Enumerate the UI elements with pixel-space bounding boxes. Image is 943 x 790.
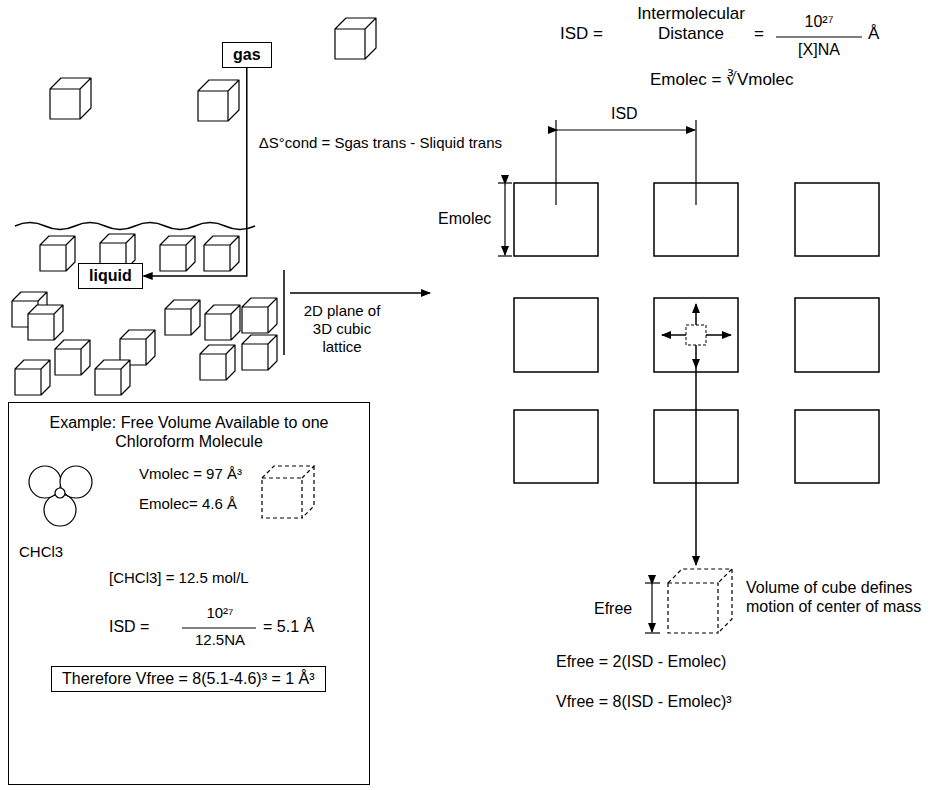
fraction-bar [776, 36, 862, 37]
value-text: Vmolec = 97 Å³ [139, 465, 242, 483]
unit-text: Å [868, 24, 879, 44]
equation-text: ISD = [109, 617, 149, 636]
molecule-cubes [12, 18, 376, 395]
equation-text: = 5.1 Å [263, 617, 314, 636]
node-text: Therefore Vfree = 8(5.1-4.6)³ = 1 Å³ [62, 670, 315, 688]
formula-text: Efree = 2(ISD - Emolec) [556, 652, 726, 671]
lattice-arrow [290, 292, 430, 294]
dimension-label: Emolec [438, 209, 491, 228]
molecule-cube [262, 466, 314, 518]
note-text: Volume of cube defines motion of center … [746, 578, 926, 616]
label-box: liquid [78, 263, 143, 289]
formula-text: Emolec = ∛Vmolec [650, 70, 794, 90]
section-bar [283, 270, 285, 355]
isd-dimension [556, 120, 696, 205]
edge-label: ΔS°cond = Sgas trans - Sliquid trans [257, 134, 504, 152]
dimension-label: ISD [611, 104, 638, 123]
panel-title: Example: Free Volume Available to one Ch… [17, 413, 361, 451]
free-volume-square [686, 325, 706, 345]
formula-text: Intermolecular Distance [632, 4, 750, 45]
numerator: 10²⁷ [183, 604, 257, 622]
fraction-bar [182, 627, 256, 628]
value-text: Emolec= 4.6 Å [139, 495, 237, 513]
node-text: gas [233, 46, 261, 64]
emolec-dimension [498, 183, 512, 256]
formula-text: ISD = [560, 24, 603, 44]
motion-arrows [662, 304, 731, 565]
node-text: liquid [89, 267, 132, 285]
denominator: [X]NA [776, 40, 862, 59]
liquid-surface [15, 223, 255, 230]
denominator: 12.5NA [183, 631, 257, 649]
value-text: [CHCl3] = 12.5 mol/L [109, 569, 249, 587]
chloroform-drawing [29, 466, 92, 526]
efree-dimension [645, 583, 660, 633]
example-panel: Example: Free Volume Available to one Ch… [8, 402, 370, 785]
formula-text: Vfree = 8(ISD - Emolec)³ [556, 692, 732, 711]
free-volume-cube [668, 569, 732, 633]
formula-label: CHCl3 [19, 543, 63, 561]
connector [144, 68, 247, 276]
label-box: gas [222, 42, 272, 68]
numerator: 10²⁷ [776, 12, 862, 31]
result-box: Therefore Vfree = 8(5.1-4.6)³ = 1 Å³ [51, 666, 326, 692]
arrow-label: 2D plane of 3D cubic lattice [292, 302, 392, 356]
formula-text: = [754, 24, 764, 44]
dimension-label: Efree [594, 599, 632, 618]
